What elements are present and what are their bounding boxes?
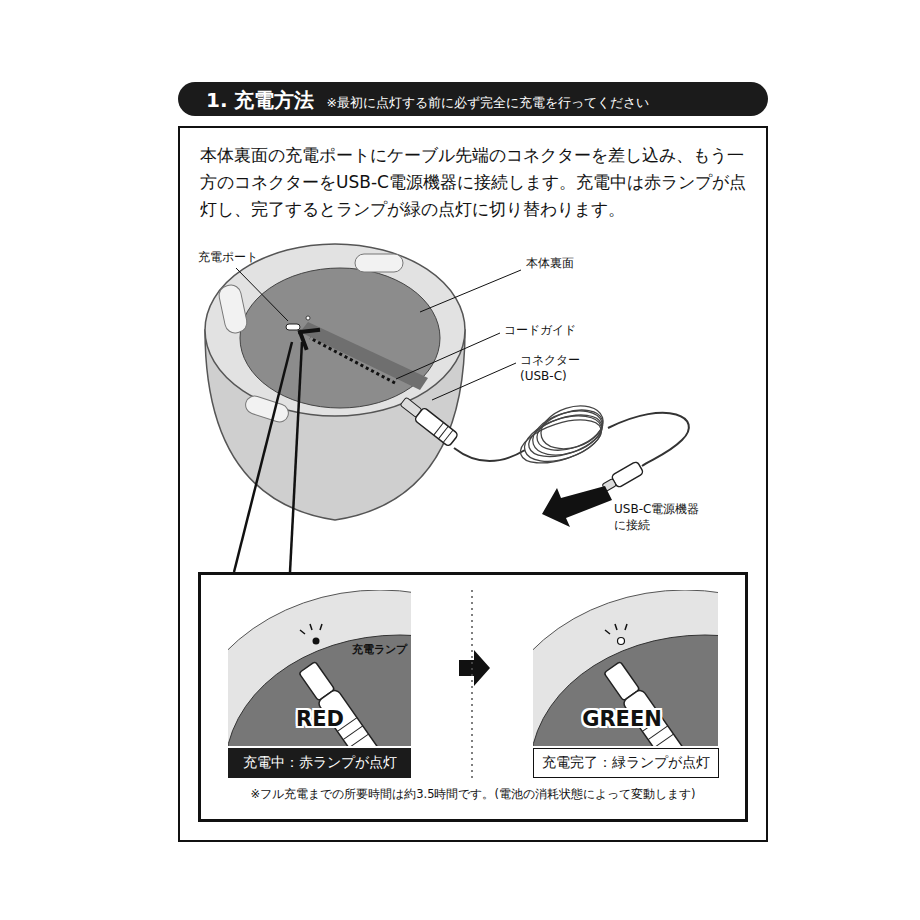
charging-port (286, 324, 300, 330)
panel-red (228, 590, 411, 746)
panel-red (300, 624, 322, 634)
usb-c-cable (524, 407, 607, 465)
device-body (300, 322, 428, 390)
usb-c-cable (438, 426, 448, 439)
device-body (205, 244, 465, 520)
usb-c-cable (515, 398, 608, 471)
node-text: 充電中：赤ランプが点灯 (243, 754, 397, 772)
inset-box: ※フル充電までの所要時間は約3.5時間です。(電池の消耗状態によって変動します)… (198, 572, 748, 822)
lamp-label: 充電ランプ (352, 643, 407, 657)
leader-line (236, 268, 288, 321)
usb-c-cable (532, 403, 608, 458)
panel-green (618, 638, 625, 645)
leader-line (432, 363, 516, 400)
panel-red (349, 734, 369, 746)
usb-c-cable (601, 461, 644, 494)
usb-c-cable (414, 407, 459, 447)
usb-c-cable (535, 398, 608, 456)
insert-arrow (310, 338, 395, 383)
panel-red (343, 726, 363, 740)
panel-green (533, 590, 718, 746)
status-word: GREEN (582, 706, 662, 733)
step-arrow (459, 650, 490, 686)
charging-port (286, 316, 310, 330)
panel-red (313, 638, 320, 645)
usb-c-cable (443, 430, 453, 443)
usb-c-cable (434, 423, 444, 436)
panel-green (605, 624, 627, 634)
panel-green (648, 726, 668, 740)
device-body (355, 254, 403, 272)
part-label: コネクター (USB-C) (520, 353, 596, 384)
usb-c-cable (527, 403, 608, 463)
callout-lines (234, 342, 292, 572)
charging-port (306, 316, 310, 320)
device-body (205, 244, 465, 416)
step-arrow (459, 650, 490, 686)
status-caption: 充電中：赤ランプが点灯 (228, 748, 411, 778)
usb-c-cable (398, 395, 458, 447)
panel-red (228, 590, 411, 746)
insert-arrow (300, 330, 395, 383)
panel-green (622, 688, 688, 746)
node-text: ※フル充電までの所要時間は約3.5時間です。(電池の消耗状態によって変動します) (201, 787, 745, 802)
status-word: RED (296, 706, 344, 733)
leader-line (420, 270, 521, 312)
part-label: 充電ポート (198, 250, 258, 266)
node-text: ※最初に点灯する前に必ず完全に充電を行ってください (326, 95, 648, 112)
main-frame: 本体裏面の充電ポートにケーブル先端のコネクターを差し込み、もう一方のコネクターを… (178, 126, 768, 842)
leader-line (396, 333, 500, 379)
part-label: コードガイド (504, 323, 576, 339)
connect-arrow (542, 486, 612, 527)
panel-green (654, 734, 674, 746)
callout-lines (234, 342, 302, 572)
callout-lines (290, 342, 302, 572)
divider (472, 590, 473, 780)
device-body (243, 394, 290, 425)
panel-red (297, 660, 382, 746)
device-body (240, 268, 440, 408)
usb-c-cable (608, 413, 689, 466)
section-title: 1. 充電方法 (206, 87, 314, 114)
panel-green (602, 660, 687, 746)
device-body (217, 283, 248, 335)
title-band: 1. 充電方法 ※最初に点灯する前に必ず完全に充電を行ってください (178, 82, 768, 116)
status-caption: 充電完了：緑ランプが点灯 (533, 748, 719, 778)
node-text: 本体裏面の充電ポートにケーブル先端のコネクターを差し込み、もう一方のコネクターを… (200, 142, 748, 223)
panel-green (533, 590, 718, 746)
connect-arrow (542, 486, 612, 527)
instruction-label: USB-C電源機器 に接続 (614, 502, 710, 533)
usb-c-cable (454, 448, 525, 461)
panel-green (642, 718, 662, 732)
panel-red (337, 718, 357, 732)
panel-green (533, 635, 718, 746)
usb-c-cable (519, 407, 607, 470)
part-label: 本体裏面 (526, 256, 574, 272)
usb-c-cable (398, 395, 689, 494)
panel-red (228, 635, 411, 746)
node-text: 充電完了：緑ランプが点灯 (542, 754, 710, 772)
panel-red (317, 688, 383, 746)
divider (471, 590, 473, 780)
